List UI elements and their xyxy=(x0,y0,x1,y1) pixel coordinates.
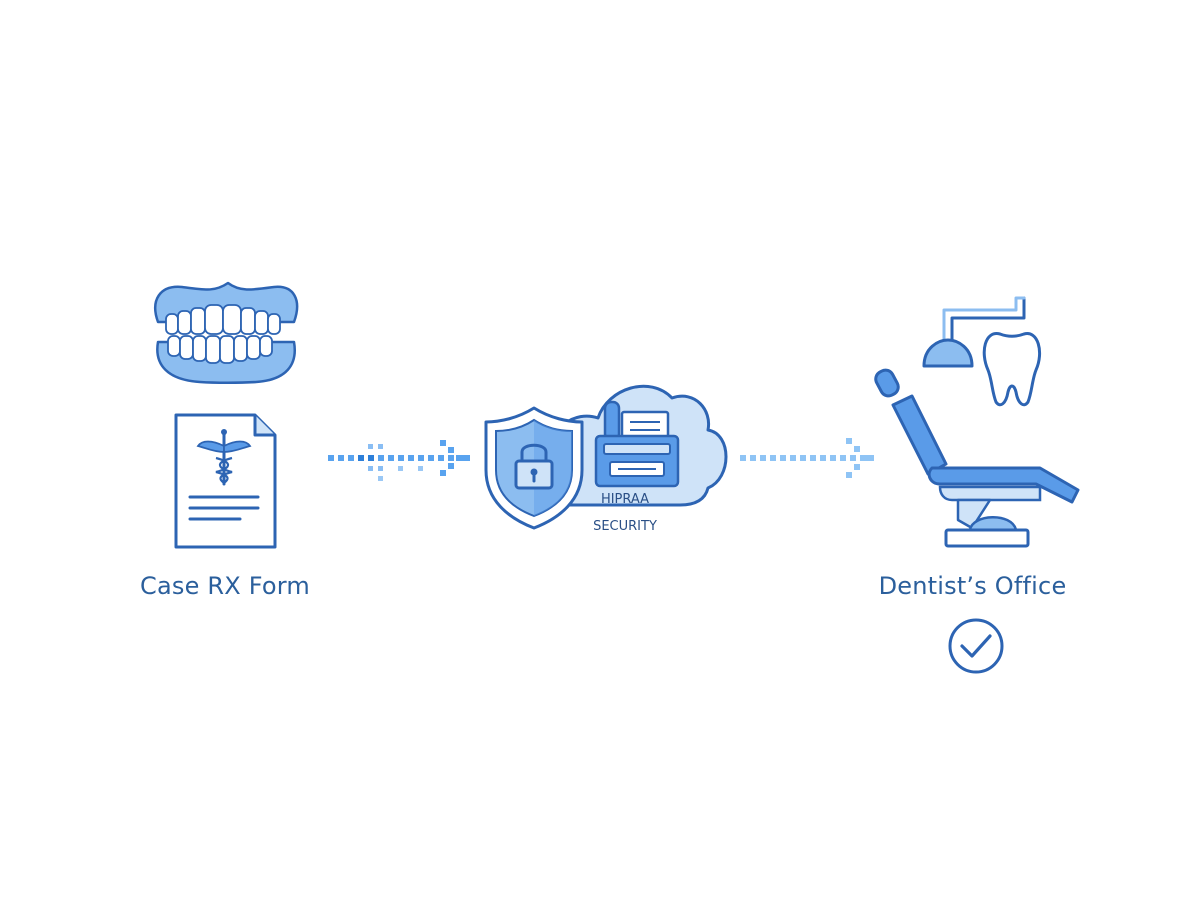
security-label-line1: HIPRAA xyxy=(600,492,650,507)
caduceus-icon xyxy=(196,429,252,486)
dental-chair-icon xyxy=(874,368,1080,548)
flow-arrow-right xyxy=(740,438,874,478)
check-circle-icon xyxy=(948,618,1004,674)
fax-machine-icon xyxy=(594,400,680,488)
tooth-icon xyxy=(982,332,1041,407)
source-label: Case RX Form xyxy=(140,572,310,600)
document-icon xyxy=(174,413,277,549)
flow-arrow-left xyxy=(328,440,470,481)
dental-lamp-icon xyxy=(922,296,1026,368)
shield-lock-icon xyxy=(484,406,584,530)
security-label-line2: SECURITY xyxy=(593,519,657,534)
destination-label: Dentist’s Office xyxy=(878,572,1067,600)
dentures-icon xyxy=(154,281,299,384)
